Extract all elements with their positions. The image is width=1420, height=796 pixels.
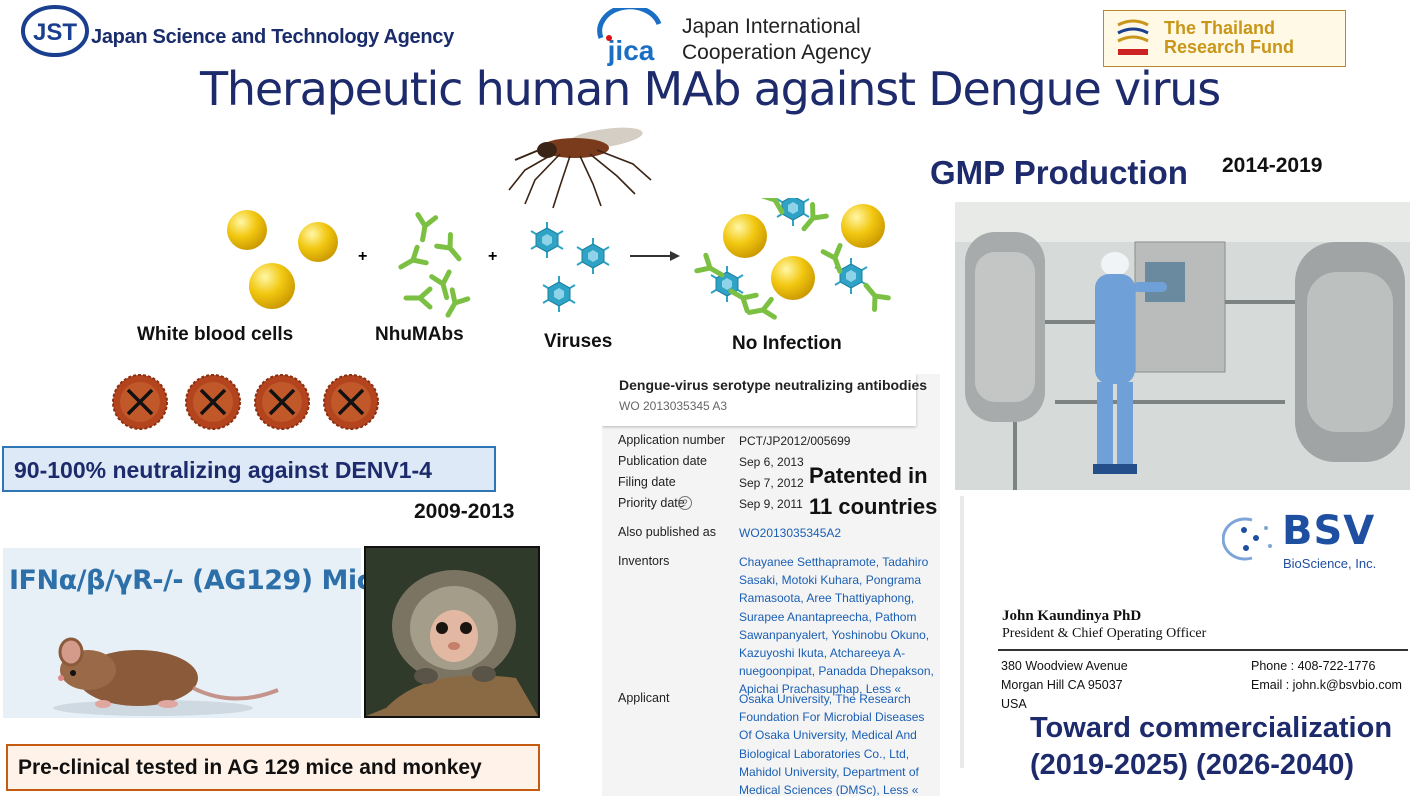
plus-sign: + xyxy=(358,248,367,265)
trf-emblem-icon xyxy=(1112,17,1154,61)
gmp-facility-photo xyxy=(955,202,1410,490)
patent-field-filing-date: Filing date xyxy=(618,475,676,489)
patent-value-publication-date: Sep 6, 2013 xyxy=(739,455,804,469)
bsv-logo-subtitle: BioScience, Inc. xyxy=(1283,556,1377,571)
commercialization-line1: Toward commercialization xyxy=(1030,712,1393,744)
label-viruses: Viruses xyxy=(544,331,613,352)
patented-note: Patented in 11 countries xyxy=(809,460,937,522)
patent-header: Dengue-virus serotype neutralizing antib… xyxy=(602,374,927,426)
plus-sign: + xyxy=(488,248,497,265)
card-phone: Phone : 408-722-1776 xyxy=(1251,659,1376,673)
antibody-group xyxy=(396,215,467,320)
patent-link-applicant[interactable]: Osaka University, The Research Foundatio… xyxy=(739,692,925,796)
white-blood-cell xyxy=(249,263,295,309)
card-email: Email : john.k@bsvbio.com xyxy=(1251,678,1402,692)
trf-name-line1: The Thailand xyxy=(1164,18,1276,38)
jica-name: Japan International Cooperation Agency xyxy=(682,14,871,66)
slide-title: Therapeutic human MAb against Dengue vir… xyxy=(199,62,1221,116)
jica-mark: jica xyxy=(607,35,655,66)
jica-name-line1: Japan International xyxy=(682,15,861,38)
patent-value-priority-date: Sep 9, 2011 xyxy=(739,497,803,511)
card-address2: Morgan Hill CA 95037 xyxy=(1001,678,1123,692)
jica-logo: jica xyxy=(593,4,669,66)
marmoset-image xyxy=(364,546,540,718)
patent-field-publication-date: Publication date xyxy=(618,454,707,468)
business-card: BSV BioScience, Inc. John Kaundinya PhD … xyxy=(960,496,1420,768)
patent-number: WO 2013035345 A3 xyxy=(619,399,728,413)
label-nhumabs: NhuMAbs xyxy=(375,324,464,345)
patent-field-priority-date: Priority date xyxy=(618,496,685,510)
card-person-role: President & Chief Operating Officer xyxy=(1002,626,1207,641)
card-address1: 380 Woodview Avenue xyxy=(1001,659,1128,673)
label-white-blood-cells: White blood cells xyxy=(137,324,294,345)
trf-logo: The Thailand Research Fund xyxy=(1103,10,1346,67)
mosquito-image xyxy=(505,120,655,210)
gmp-years: 2014-2019 xyxy=(1222,154,1323,177)
card-person-name: John Kaundinya PhD xyxy=(1002,608,1142,624)
infected-cell-crossed xyxy=(183,374,243,430)
jica-name-line2: Cooperation Agency xyxy=(682,41,872,64)
commercialization-line2: (2019-2025) (2026-2040) xyxy=(1030,749,1355,781)
infected-cell-crossed xyxy=(252,374,312,430)
infected-cell-crossed xyxy=(321,374,381,430)
neutralizing-text: 90-100% neutralizing against DENV1-4 xyxy=(14,457,432,483)
patent-record: Dengue-virus serotype neutralizing antib… xyxy=(602,374,940,796)
bsv-logo-text: BSV xyxy=(1282,508,1376,554)
jst-mark: JST xyxy=(33,19,77,46)
commercialization-note: Toward commercialization (2019-2025) (20… xyxy=(1030,710,1392,784)
neutralization-diagram: + + xyxy=(215,198,915,328)
trf-name: The Thailand Research Fund xyxy=(1164,19,1294,57)
help-icon[interactable]: ? xyxy=(678,496,692,510)
patented-line1: Patented in xyxy=(809,463,928,488)
preclinical-box: Pre-clinical tested in AG 129 mice and m… xyxy=(6,744,540,791)
patent-link-also-published[interactable]: WO2013035345A2 xyxy=(739,526,842,540)
neutralized-complex xyxy=(697,198,888,321)
trf-name-line2: Research Fund xyxy=(1164,37,1295,57)
patent-field-application-number: Application number xyxy=(618,433,726,447)
infected-cell-crossed xyxy=(110,374,170,430)
bsv-molecule-icon xyxy=(1221,516,1284,562)
patent-field-inventors: Inventors xyxy=(618,554,670,568)
patent-field-applicant: Applicant xyxy=(618,691,670,705)
jst-logo: JST xyxy=(20,4,90,58)
preclinical-text: Pre-clinical tested in AG 129 mice and m… xyxy=(18,756,482,779)
gmp-title: GMP Production xyxy=(930,154,1188,191)
patent-value-application-number: PCT/JP2012/005699 xyxy=(739,434,851,448)
patent-link-inventors[interactable]: Chayanee Setthapramote, Tadahiro Sasaki,… xyxy=(739,555,934,697)
card-country: USA xyxy=(1001,697,1027,711)
virus-group xyxy=(530,221,610,313)
white-blood-cell xyxy=(298,222,338,262)
patented-line2: 11 countries xyxy=(809,494,938,519)
patent-field-also-published: Also published as xyxy=(618,525,716,539)
jst-name: Japan Science and Technology Agency xyxy=(91,26,454,48)
label-no-infection: No Infection xyxy=(732,333,842,354)
patent-value-filing-date: Sep 7, 2012 xyxy=(739,476,804,490)
card-divider xyxy=(998,649,1408,651)
white-blood-cell xyxy=(227,210,267,250)
arrow-icon xyxy=(670,251,680,261)
mouse-heading: IFNα/β/γR-/- (AG129) Mice xyxy=(9,565,390,596)
patent-title: Dengue-virus serotype neutralizing antib… xyxy=(619,377,928,393)
years-preclinical: 2009-2013 xyxy=(414,500,515,523)
mouse-image xyxy=(43,618,283,718)
mouse-panel: IFNα/β/γR-/- (AG129) Mice xyxy=(3,548,390,718)
neutralizing-box: 90-100% neutralizing against DENV1-4 xyxy=(2,446,496,492)
